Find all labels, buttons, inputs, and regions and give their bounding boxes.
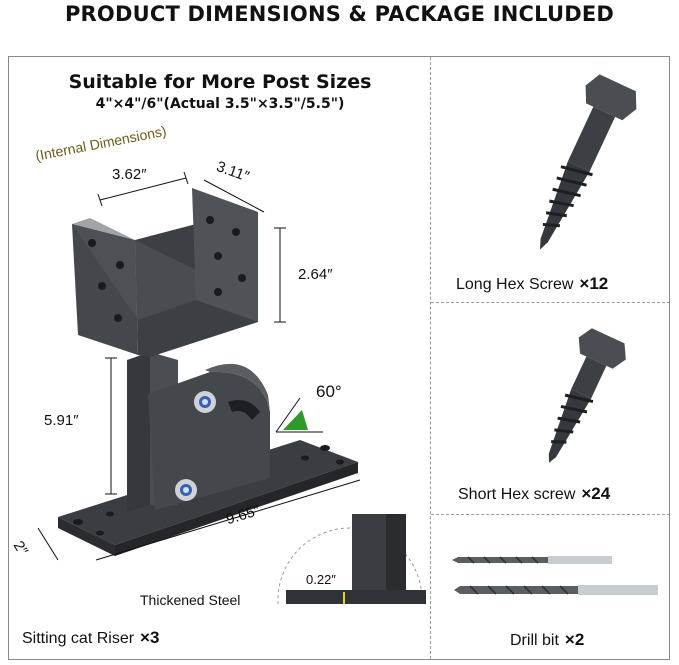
drill-bit-icon <box>452 556 658 595</box>
content-frame <box>8 56 670 660</box>
dim-column-height: 5.91″ <box>44 412 79 429</box>
product-label: Sitting cat Riser×3 <box>22 628 160 647</box>
post-bracket-illustration <box>37 171 426 604</box>
item-drill-bit: Drill bit×2 <box>510 630 585 649</box>
thickened-steel-label: Thickened Steel <box>140 592 241 608</box>
dim-cup-height: 2.64″ <box>298 266 333 283</box>
main-title: Suitable for More Post Sizes <box>68 71 372 93</box>
dim-thickness: 0.22″ <box>306 572 336 587</box>
nut-icon <box>194 391 216 413</box>
item-short-hex-screw: Short Hex screw×24 <box>458 484 611 503</box>
page-title: PRODUCT DIMENSIONS & PACKAGE INCLUDED <box>64 2 615 26</box>
main-subtitle: 4"×4"/6"(Actual 3.5"×3.5"/5.5") <box>95 96 345 112</box>
divider-2 <box>431 514 670 515</box>
vertical-divider <box>430 57 431 659</box>
item-long-hex-screw: Long Hex Screw×12 <box>456 274 609 293</box>
dim-angle: 60° <box>316 382 342 401</box>
hex-screw-icon <box>539 74 637 250</box>
divider-1 <box>431 302 670 303</box>
dim-width: 3.62″ <box>112 166 147 183</box>
hex-screw-icon <box>548 328 626 463</box>
